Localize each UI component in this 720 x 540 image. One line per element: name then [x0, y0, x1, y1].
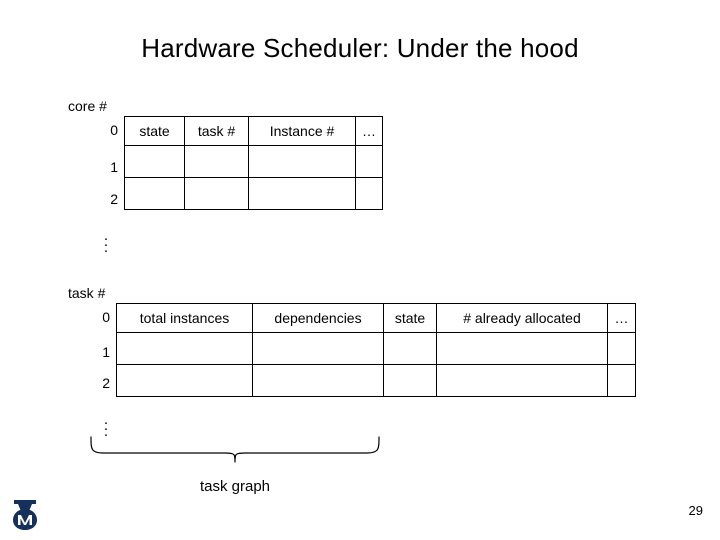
task-table-cell — [436, 332, 608, 365]
vdot: . — [103, 423, 109, 440]
core-table-cell — [355, 177, 383, 210]
task-table-header-already-allocated: # already allocated — [436, 303, 608, 333]
task-table-cell — [252, 332, 384, 365]
task-table-row — [116, 332, 636, 365]
underbrace-icon — [90, 436, 380, 463]
task-table-header-row: total instances dependencies state # alr… — [116, 303, 636, 333]
task-table-cell — [383, 364, 437, 397]
task-table-row-index-1: 1 — [102, 344, 110, 360]
vdot: . — [103, 411, 109, 428]
task-table-row — [116, 364, 636, 397]
page-number: 29 — [688, 503, 703, 518]
vdot: . — [103, 227, 109, 244]
task-table-axis-label: task # — [68, 285, 106, 301]
core-table-vertical-ellipsis-icon: . . . — [99, 227, 113, 256]
task-graph-label: task graph — [199, 478, 271, 495]
core-table-row — [124, 145, 383, 178]
task-graph-brace-group — [85, 432, 390, 468]
task-table-cell — [116, 364, 253, 397]
task-table-cell — [607, 332, 636, 365]
task-table-vertical-ellipsis-icon: . . . — [99, 411, 113, 440]
core-table-cell — [248, 177, 356, 210]
core-table-cell — [184, 145, 249, 178]
logo-glyph-icon — [13, 500, 37, 530]
core-table-row-index-1: 1 — [110, 159, 118, 175]
vdot: . — [103, 233, 109, 250]
task-table-cell — [252, 364, 384, 397]
core-table-cell — [124, 177, 185, 210]
task-table-cell — [607, 364, 636, 397]
task-table-header-state: state — [383, 303, 437, 333]
core-table-cell — [184, 177, 249, 210]
core-table-header-instance-num: Instance # — [248, 116, 356, 146]
task-table-header-ellipsis: … — [607, 303, 636, 333]
core-table-row-index-2: 2 — [110, 191, 118, 207]
core-table-row — [124, 177, 383, 210]
task-table: total instances dependencies state # alr… — [116, 303, 636, 397]
core-table-cell — [248, 145, 356, 178]
task-table-cell — [436, 364, 608, 397]
core-table: state task # Instance # … — [124, 116, 383, 210]
task-table-header-total-instances: total instances — [116, 303, 253, 333]
page-title: Hardware Scheduler: Under the hood — [141, 33, 579, 63]
task-table-header-dependencies: dependencies — [252, 303, 384, 333]
core-table-axis-label: core # — [68, 98, 107, 114]
task-table-cell — [383, 332, 437, 365]
task-table-row-index-2: 2 — [102, 375, 110, 391]
core-table-row-index-0: 0 — [110, 122, 118, 138]
core-table-cell — [124, 145, 185, 178]
core-table-header-ellipsis: … — [355, 116, 383, 146]
vdot: . — [103, 417, 109, 434]
core-table-header-state: state — [124, 116, 185, 146]
core-table-cell — [355, 145, 383, 178]
task-table-cell — [116, 332, 253, 365]
vdot: . — [103, 239, 109, 256]
task-table-row-index-0: 0 — [102, 309, 110, 325]
core-table-header-row: state task # Instance # … — [124, 116, 383, 146]
core-table-header-task-num: task # — [184, 116, 249, 146]
vanderbilt-vu-monogram-logo-icon — [8, 496, 42, 532]
